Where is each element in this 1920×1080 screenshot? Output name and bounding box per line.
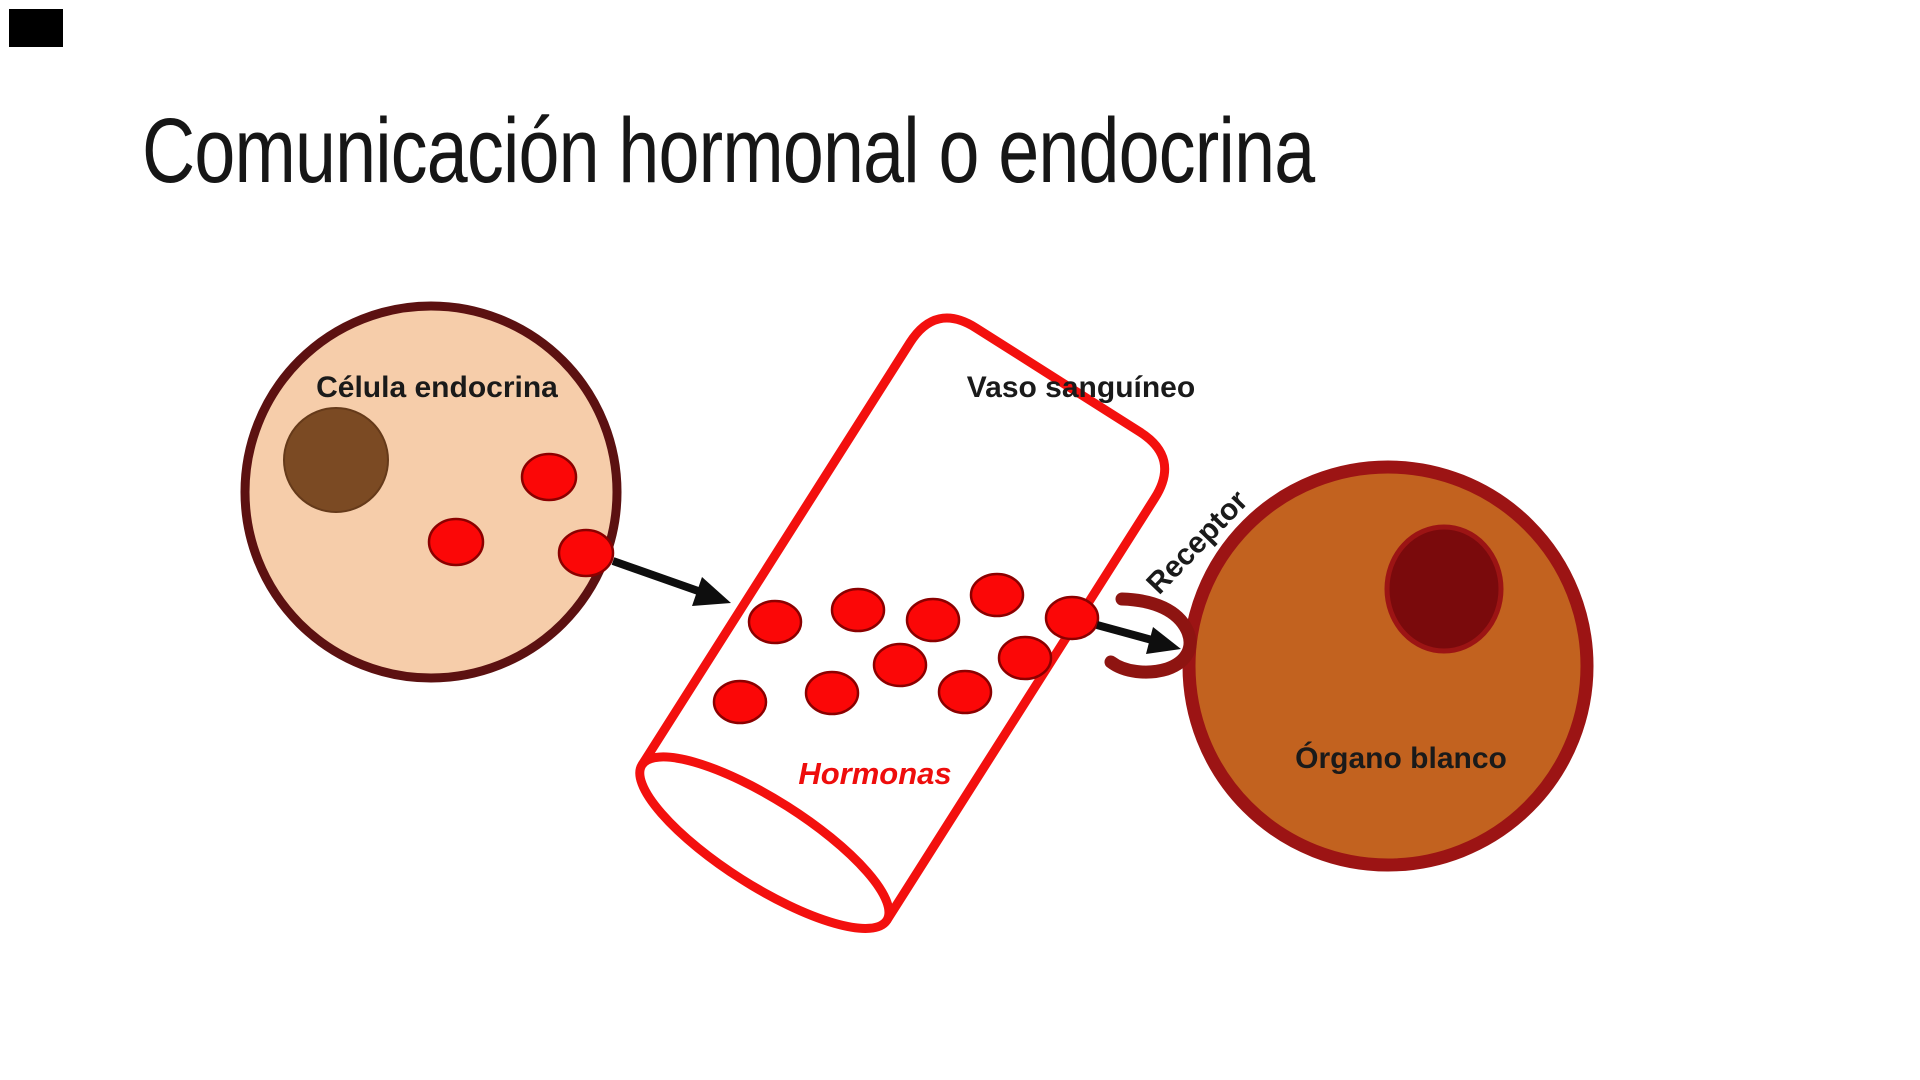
corner-mark	[9, 9, 63, 47]
hormone-dot	[830, 587, 886, 633]
hormone-dot	[427, 517, 485, 567]
target-organ: Órgano blanco	[1182, 460, 1594, 872]
arrow-cell-to-vessel-icon	[611, 557, 731, 606]
arrow-vessel-to-receptor-icon	[1095, 621, 1181, 654]
target-organ-membrane	[1182, 460, 1594, 872]
hormone-dot	[997, 635, 1053, 681]
target-organ-label: Órgano blanco	[1295, 741, 1507, 775]
blood-vessel-opening	[635, 752, 894, 933]
hormones-label: Hormonas	[798, 756, 951, 791]
blood-vessel-wall	[638, 313, 1170, 923]
hormone-dot	[520, 452, 578, 502]
hormone-dot	[747, 599, 803, 645]
endocrine-cell-nucleus	[283, 407, 389, 513]
slide-title: Comunicación hormonal o endocrina	[142, 100, 1315, 202]
hormone-dot	[969, 572, 1025, 618]
hormone-dot	[872, 642, 928, 688]
hormone-dot	[1044, 595, 1100, 641]
receptor-cup	[1104, 592, 1197, 679]
hormone-dot	[557, 528, 615, 578]
endocrine-cell: Célula endocrina	[240, 301, 622, 683]
blood-vessel: Vaso sanguíneo	[635, 313, 1195, 933]
endocrine-cell-membrane	[240, 301, 622, 683]
hormone-dot	[905, 597, 961, 643]
hormones-in-vessel: Hormonas	[712, 572, 1100, 791]
hormone-dot	[804, 670, 860, 716]
target-organ-nucleus	[1384, 524, 1504, 654]
hormone-dot	[712, 679, 768, 725]
hormone-dot	[937, 669, 993, 715]
blood-vessel-label: Vaso sanguíneo	[967, 371, 1195, 404]
endocrine-cell-label: Célula endocrina	[316, 371, 558, 404]
